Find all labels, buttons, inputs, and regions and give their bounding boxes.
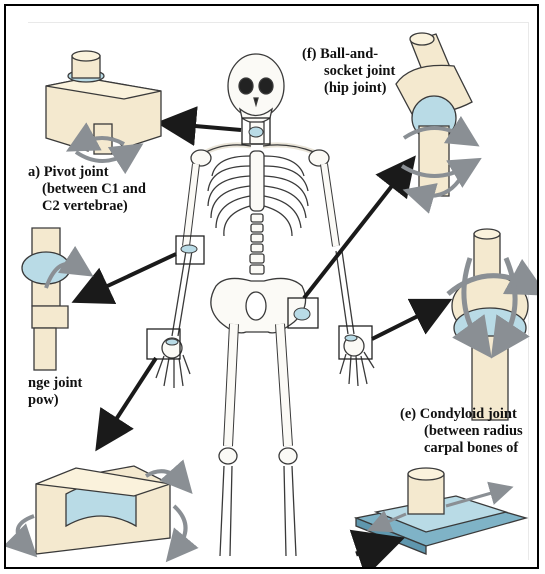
label-hinge-line2: pow)	[28, 392, 82, 409]
label-condyloid: (e) Condyloid joint (between radius carp…	[400, 406, 523, 457]
label-ball-socket-line1: (f) Ball-and-	[302, 46, 395, 63]
label-pivot-line1: a) Pivot joint	[28, 164, 146, 181]
saddle-joint-illustration	[18, 466, 186, 554]
label-hinge: nge joint pow)	[28, 375, 82, 409]
joint-types-diagram	[6, 6, 539, 569]
label-condyloid-line2: (between radius	[400, 423, 523, 440]
label-condyloid-line1: (e) Condyloid joint	[400, 406, 523, 423]
arrow-to-pivot	[172, 124, 241, 130]
label-ball-socket-line3: (hip joint)	[302, 80, 395, 97]
label-ball-socket-line2: socket joint	[302, 63, 395, 80]
shin-right	[284, 466, 296, 556]
label-condyloid-line3: carpal bones of	[400, 440, 523, 457]
spine	[250, 214, 264, 274]
ball-socket-joint-illustration	[396, 33, 472, 196]
skull	[228, 54, 284, 118]
figure-frame: (f) Ball-and- socket joint (hip joint) a…	[4, 4, 539, 569]
arrow-to-hinge	[86, 254, 176, 296]
shin-left	[220, 466, 232, 556]
arrow-to-condyloid	[372, 306, 438, 339]
arrow-to-saddle	[104, 358, 156, 438]
label-pivot: a) Pivot joint (between C1 and C2 verteb…	[28, 164, 146, 215]
label-pivot-line3: C2 vertebrae)	[28, 198, 146, 215]
hand-left	[156, 338, 190, 388]
skeleton	[156, 54, 374, 556]
label-pivot-line2: (between C1 and	[28, 181, 146, 198]
pivot-joint-illustration	[46, 51, 161, 161]
arrow-to-ball-socket	[304, 168, 406, 298]
plane-joint-illustration	[356, 468, 526, 554]
hand-right	[340, 336, 374, 386]
sternum	[250, 151, 264, 211]
condyloid-joint-illustration	[448, 229, 530, 420]
hinge-joint-illustration	[22, 228, 80, 370]
forearm-right	[336, 251, 354, 334]
label-ball-socket: (f) Ball-and- socket joint (hip joint)	[302, 46, 395, 97]
label-hinge-line1: nge joint	[28, 375, 82, 392]
